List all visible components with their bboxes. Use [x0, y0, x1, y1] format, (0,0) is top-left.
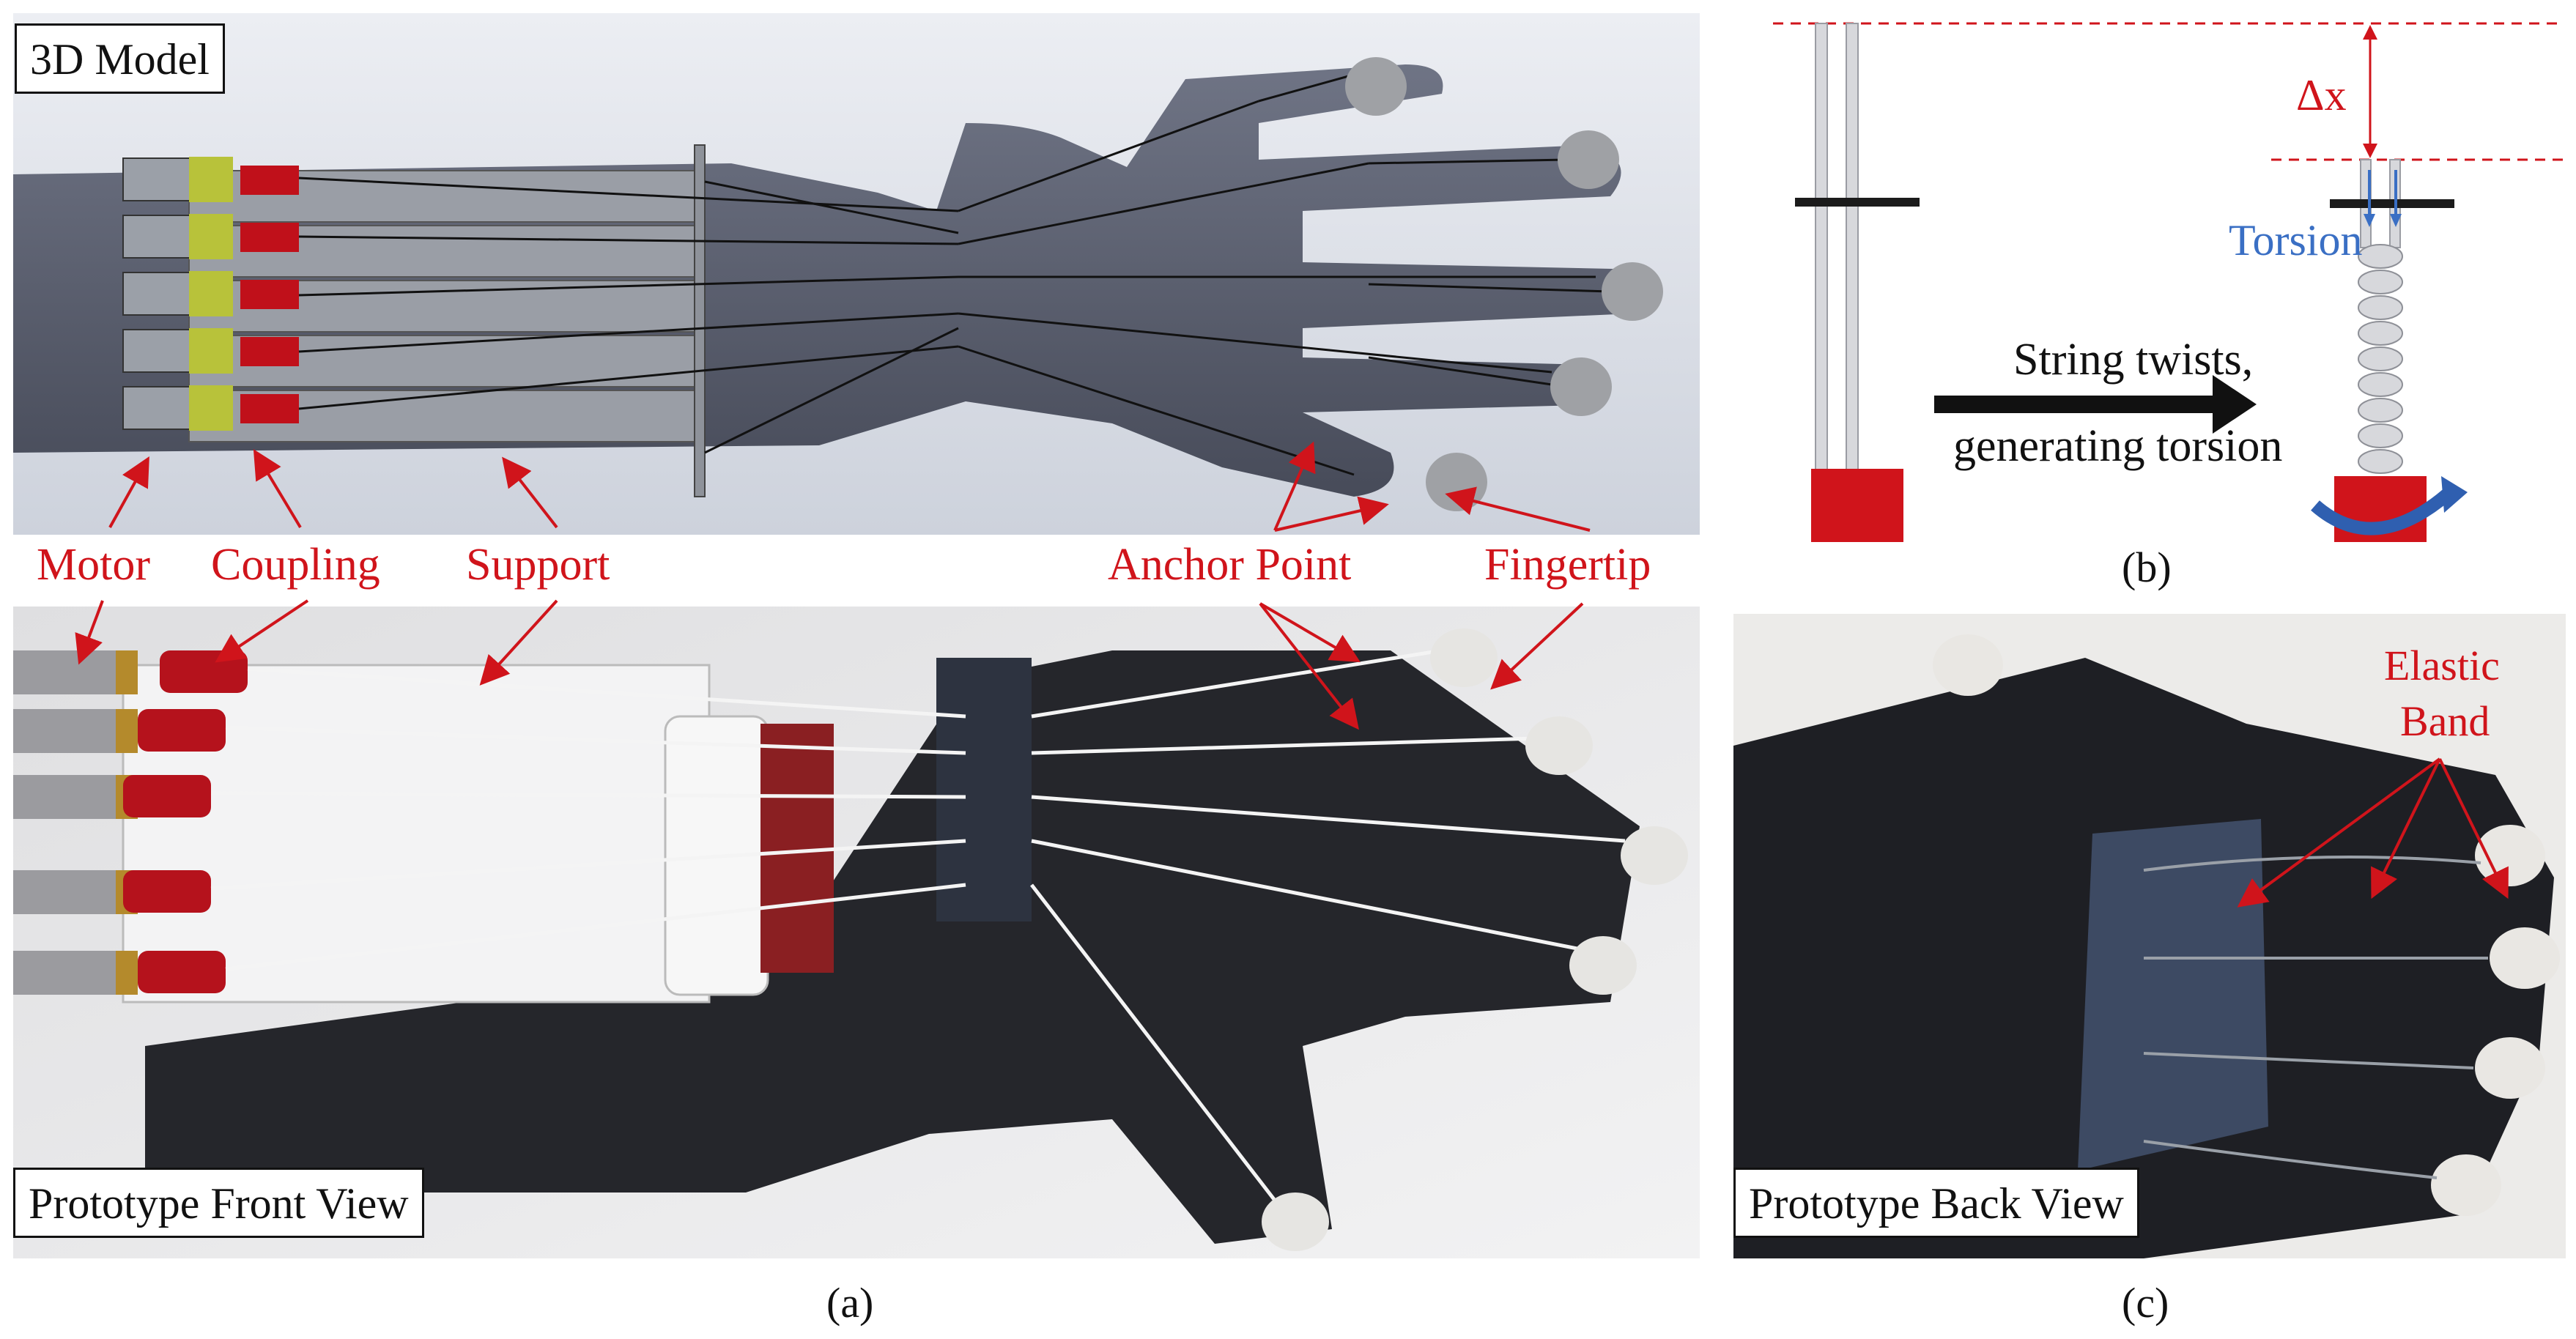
untwisted-strings [1795, 23, 1920, 542]
callout-support: Support [466, 540, 610, 590]
left-motor-block [1811, 469, 1903, 542]
twist-text-line2: generating torsion [1953, 421, 2283, 471]
coupling-array [240, 166, 299, 423]
denim-patch [2078, 819, 2268, 1171]
twisted-string-diagram [1773, 22, 2564, 542]
elastic-band-label-line1: Elastic [2384, 642, 2500, 689]
callout-coupling: Coupling [211, 540, 380, 590]
prototype-strings [210, 648, 1626, 1238]
caption-c: (c) [2122, 1279, 2169, 1327]
prototype-fingertips [1262, 628, 1688, 1251]
rotation-arrow [2311, 489, 2451, 535]
delta-x-label: Δx [2296, 71, 2347, 119]
elastic-band-label-line2: Band [2400, 697, 2490, 745]
prototype-motors [13, 650, 248, 995]
twist-text-line1: String twists, [2013, 335, 2254, 385]
motor-array [122, 157, 233, 431]
callout-fingertip: Fingertip [1484, 540, 1651, 590]
torsion-label: Torsion [2229, 216, 2363, 264]
panel-b-diagram [1729, 0, 2576, 557]
twist-arrow [1934, 375, 2257, 434]
callout-anchor-point: Anchor Point [1108, 540, 1352, 590]
fingertip-caps [1345, 57, 1663, 511]
callout-motor: Motor [37, 540, 150, 590]
caption-b: (b) [2122, 544, 2172, 591]
3d-model-render [13, 13, 1700, 535]
caption-a: (a) [826, 1279, 874, 1327]
panel-a-prototype-photo [13, 607, 1700, 1258]
prototype-front-photo [13, 607, 1700, 1258]
label-prototype-back-view: Prototype Back View [1733, 1168, 2139, 1238]
label-prototype-front-view: Prototype Front View [13, 1168, 424, 1238]
torsion-arrows [2368, 170, 2397, 218]
label-3d-model: 3D Model [15, 23, 225, 94]
wrist-strap [936, 658, 1032, 921]
glove-body [145, 650, 1640, 1244]
panel-a-3d-model [13, 13, 1700, 535]
